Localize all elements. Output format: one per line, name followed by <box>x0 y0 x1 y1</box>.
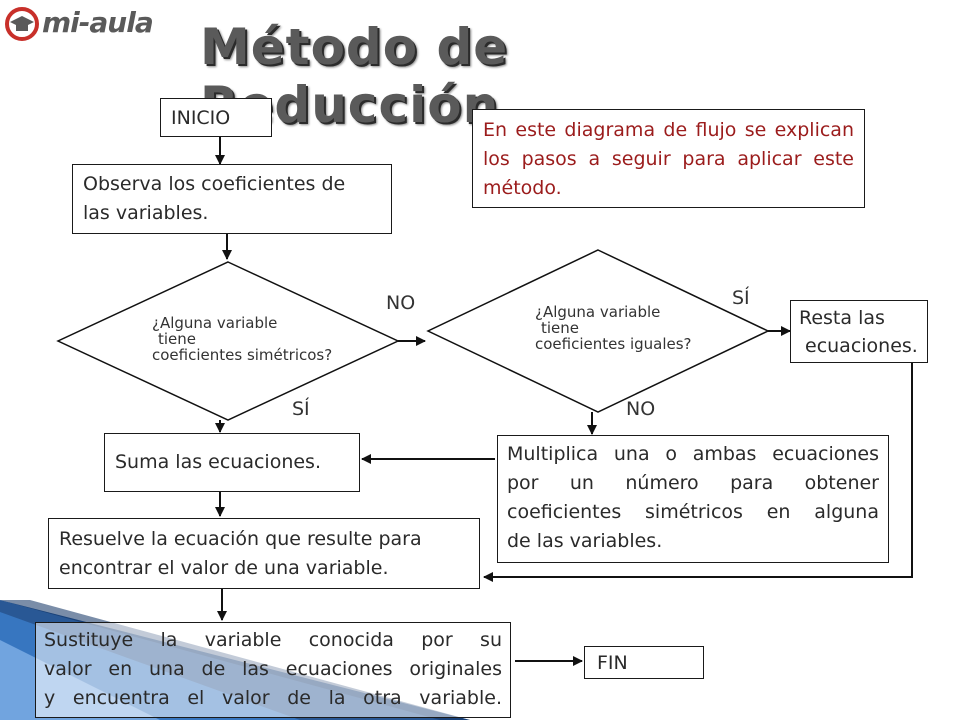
note-text: En este diagrama de flujo se explican lo… <box>483 119 854 199</box>
logo: mi-aula <box>4 4 164 44</box>
label-no-1: NO <box>386 292 416 314</box>
decision-1-text: ¿Alguna variable tiene coeficientes simé… <box>152 315 332 363</box>
node-sustituye-line-1: Sustituye la variable conocida por su <box>44 629 502 651</box>
node-suma: Suma las ecuaciones. <box>104 433 360 492</box>
node-multiplica-line-1: Multiplica una o ambas ecuaciones <box>507 443 879 465</box>
decision-2-line-3: coeficientes iguales? <box>535 335 692 353</box>
decision-2-line-2: tiene <box>541 319 580 337</box>
arrow-resta-resuelve <box>483 363 913 582</box>
node-fin: FIN <box>584 646 704 679</box>
node-sustituye-line-2: valor en una de las ecuaciones originale… <box>44 658 502 680</box>
node-observa: Observa los coeficientes de las variable… <box>72 164 392 234</box>
node-resuelve-line-1: Resuelve la ecuación que resulte para <box>59 528 422 550</box>
node-fin-label: FIN <box>597 652 628 674</box>
node-multiplica-line-4: de las variables. <box>507 530 663 552</box>
page-title: Método de Reducción <box>200 18 509 134</box>
decision-2-line-1: ¿Alguna variable <box>535 303 661 321</box>
note-box: En este diagrama de flujo se explican lo… <box>472 109 865 208</box>
node-inicio-label: INICIO <box>171 107 231 129</box>
decision-2-text: ¿Alguna variable tiene coeficientes igua… <box>535 304 692 352</box>
node-resuelve-line-2: encontrar el valor de una variable. <box>59 557 389 579</box>
node-resta-line-1: Resta las <box>799 307 885 329</box>
node-sustituye: Sustituye la variable conocida por su va… <box>35 622 511 718</box>
decision-2-shape <box>426 249 770 413</box>
label-si-2: SÍ <box>732 287 750 309</box>
node-resta-line-2: ecuaciones. <box>805 335 918 357</box>
node-resta: Resta las ecuaciones. <box>790 300 928 363</box>
label-no-2: NO <box>626 398 656 420</box>
node-observa-line-2: las variables. <box>83 202 209 224</box>
decision-1-line-1: ¿Alguna variable <box>152 314 278 332</box>
node-multiplica-line-3: coeficientes simétricos en alguna <box>507 501 879 523</box>
decision-1-shape <box>56 261 400 421</box>
decision-1-line-3: coeficientes simétricos? <box>152 346 333 364</box>
logo-text: mi-aula <box>42 6 154 39</box>
node-multiplica-line-2: por un número para obtener <box>507 472 879 494</box>
node-observa-line-1: Observa los coeficientes de <box>83 173 346 195</box>
node-multiplica: Multiplica una o ambas ecuaciones por un… <box>497 435 889 563</box>
decision-1-line-2: tiene <box>158 330 197 348</box>
node-suma-label: Suma las ecuaciones. <box>115 451 321 473</box>
label-si-1: SÍ <box>292 398 310 420</box>
node-inicio: INICIO <box>160 98 272 137</box>
node-resuelve: Resuelve la ecuación que resulte para en… <box>48 518 480 589</box>
graduation-cap-icon <box>5 7 39 41</box>
node-sustituye-line-3: y encuentra el valor de la otra variable… <box>44 687 502 709</box>
